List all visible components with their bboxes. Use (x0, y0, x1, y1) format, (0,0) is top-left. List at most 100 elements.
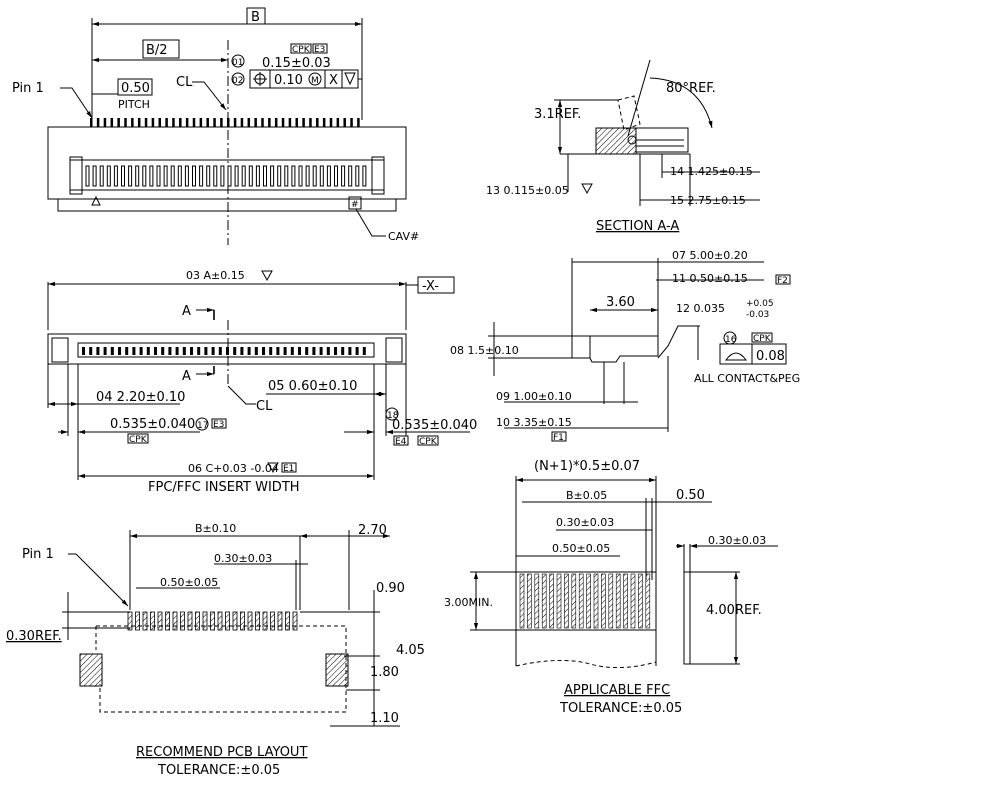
contact-slot (92, 165, 97, 187)
front-contact (305, 347, 309, 355)
front-contact (362, 347, 366, 355)
pcb-pad (195, 611, 200, 631)
contact-slot (199, 165, 204, 187)
e3-tag: E3 (213, 420, 224, 430)
top-pin (165, 118, 168, 127)
cavity-marker-icon (348, 196, 362, 210)
contact-slot (170, 165, 175, 187)
ffc-title: APPLICABLE FFC (564, 683, 670, 698)
front-contact (118, 347, 121, 355)
dim-18: 0.535±0.040 (392, 418, 477, 433)
contact-slot (121, 165, 125, 187)
dim-b-box (246, 7, 266, 25)
pcb-pad (135, 611, 140, 631)
ffc-conductor (571, 573, 577, 629)
section-a-top: A (182, 304, 191, 319)
front-contact (175, 347, 179, 355)
contact-slot (284, 165, 289, 187)
pcb-pad (225, 611, 230, 631)
contact-slot (241, 165, 246, 187)
front-contact (125, 347, 129, 355)
contact-slot (99, 165, 104, 187)
top-pin (247, 118, 251, 127)
dim-05: 05 0.60±0.10 (268, 379, 357, 394)
dim-17-no: 17 (197, 421, 208, 431)
pcb-pad (202, 611, 208, 631)
top-pin (90, 118, 93, 127)
contact-slot (206, 165, 211, 187)
top-pin (185, 118, 189, 127)
pcb-pad (247, 611, 253, 631)
dim-12-tol-up: +0.05 (746, 299, 774, 309)
front-contact (283, 347, 287, 355)
pcb-pad (172, 611, 178, 631)
top-pin (350, 118, 353, 127)
pcb-dim-b: B±0.10 (195, 522, 236, 535)
cavity-label: CAV# (388, 230, 419, 243)
pin1-label: Pin 1 (12, 81, 44, 96)
contact-slot (270, 165, 275, 187)
contact-slot (234, 165, 239, 187)
pcb-dim-180: 1.80 (370, 665, 399, 680)
ffc-tolerance: TOLERANCE:±0.05 (559, 701, 682, 716)
ffc-conductor (556, 573, 562, 629)
top-pin (158, 118, 161, 127)
mmc-icon (308, 72, 322, 86)
top-pin (137, 118, 141, 127)
ffc-conductor (615, 573, 621, 629)
contact-slot (312, 165, 317, 187)
dim-11: 11 0.50±0.15 (672, 272, 748, 285)
dim-08: 08 1.5±0.10 (450, 344, 519, 357)
svg-text:M: M (311, 76, 319, 86)
contact-slot (319, 165, 324, 187)
top-pin (151, 118, 155, 127)
contact-slot (106, 165, 111, 187)
critical-dim-icon (344, 72, 356, 86)
pcb-pin1: Pin 1 (22, 547, 54, 562)
datum-x-ref: X (329, 73, 338, 88)
front-contact (204, 347, 208, 355)
front-contact (298, 347, 301, 355)
top-pin (124, 118, 127, 127)
contact-slot (326, 165, 331, 187)
contact-slot (355, 165, 360, 187)
contact-slot (184, 165, 189, 187)
pcb-pad (277, 611, 283, 631)
pcb-title: RECOMMEND PCB LAYOUT (136, 745, 307, 760)
centerline-label: CL (176, 75, 193, 90)
pcb-pad (142, 611, 148, 631)
contact-slot (142, 165, 147, 187)
contact-slot (277, 165, 282, 187)
ref-height: 3.1REF. (534, 107, 581, 122)
note-01-bubble (231, 54, 245, 68)
pcb-tolerance: TOLERANCE:±0.05 (157, 763, 280, 778)
pcb-pad (255, 611, 260, 631)
cpk-tag-16: CPK (753, 334, 772, 344)
svg-text:#: # (351, 200, 359, 210)
pcb-pad (217, 611, 223, 631)
pcb-pad (165, 611, 170, 631)
contact-slot (85, 165, 90, 187)
top-pin (117, 118, 120, 127)
contact-slot (149, 165, 154, 187)
front-contact (89, 347, 93, 355)
contact-slot (192, 165, 196, 187)
pcb-pad (240, 611, 245, 631)
top-pin (274, 118, 278, 127)
contact-slot (291, 165, 296, 187)
top-pin (288, 118, 292, 127)
front-contact (96, 347, 100, 355)
pin1-triangle-icon (91, 195, 101, 206)
front-contact (247, 347, 251, 355)
front-contact (312, 347, 316, 355)
top-pin (268, 118, 271, 127)
top-pin (110, 118, 114, 127)
ffc-conductor (534, 573, 540, 629)
front-contact (154, 347, 157, 355)
front-contact (254, 347, 258, 355)
pcb-pad (180, 611, 185, 631)
ffc-conductor (519, 573, 525, 629)
contact-slot (220, 165, 225, 187)
contact-slot (255, 165, 260, 187)
dim-09: 09 1.00±0.10 (496, 390, 572, 403)
